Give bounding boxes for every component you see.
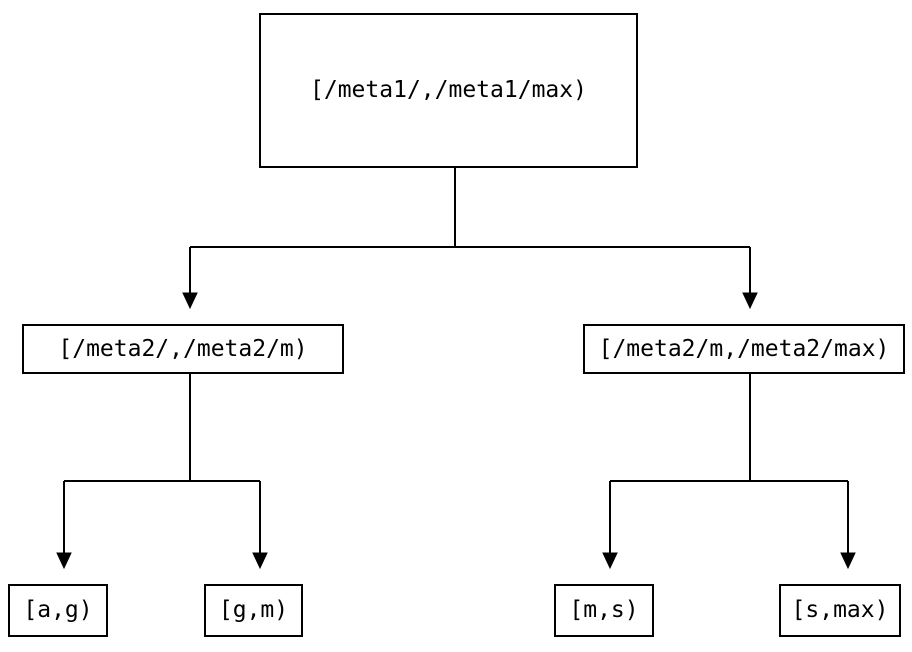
- tree-node-label: [g,m): [218, 597, 289, 623]
- tree-node-leaf-m-s: [m,s): [554, 584, 654, 637]
- tree-node-leaf-a-g: [a,g): [8, 584, 108, 637]
- arrow-down-icon: [182, 292, 198, 310]
- arrow-down-icon: [840, 552, 856, 570]
- tree-node-label: [s,max): [791, 597, 889, 623]
- arrow-down-icon: [602, 552, 618, 570]
- tree-node-label: [a,g): [23, 597, 93, 623]
- tree-node-meta2-right: [/meta2/m,/meta2/max): [583, 324, 905, 374]
- arrow-down-icon: [252, 552, 268, 570]
- connector-right-to-leaves: [609, 374, 849, 554]
- arrow-down-icon: [742, 292, 758, 310]
- tree-node-leaf-s-max: [s,max): [779, 584, 901, 637]
- tree-node-root: [/meta1/,/meta1/max): [259, 13, 638, 168]
- tree-node-label: [/meta2/,/meta2/m): [58, 335, 308, 362]
- tree-node-label: [m,s): [569, 597, 639, 623]
- connector-left-to-leaves: [63, 374, 261, 554]
- tree-node-leaf-g-m: [g,m): [204, 584, 303, 637]
- arrow-down-icon: [56, 552, 72, 570]
- connector-root-to-children: [189, 168, 751, 294]
- tree-node-meta2-left: [/meta2/,/meta2/m): [22, 324, 344, 374]
- tree-node-label: [/meta1/,/meta1/max): [310, 77, 587, 103]
- tree-node-label: [/meta2/m,/meta2/max): [598, 335, 890, 362]
